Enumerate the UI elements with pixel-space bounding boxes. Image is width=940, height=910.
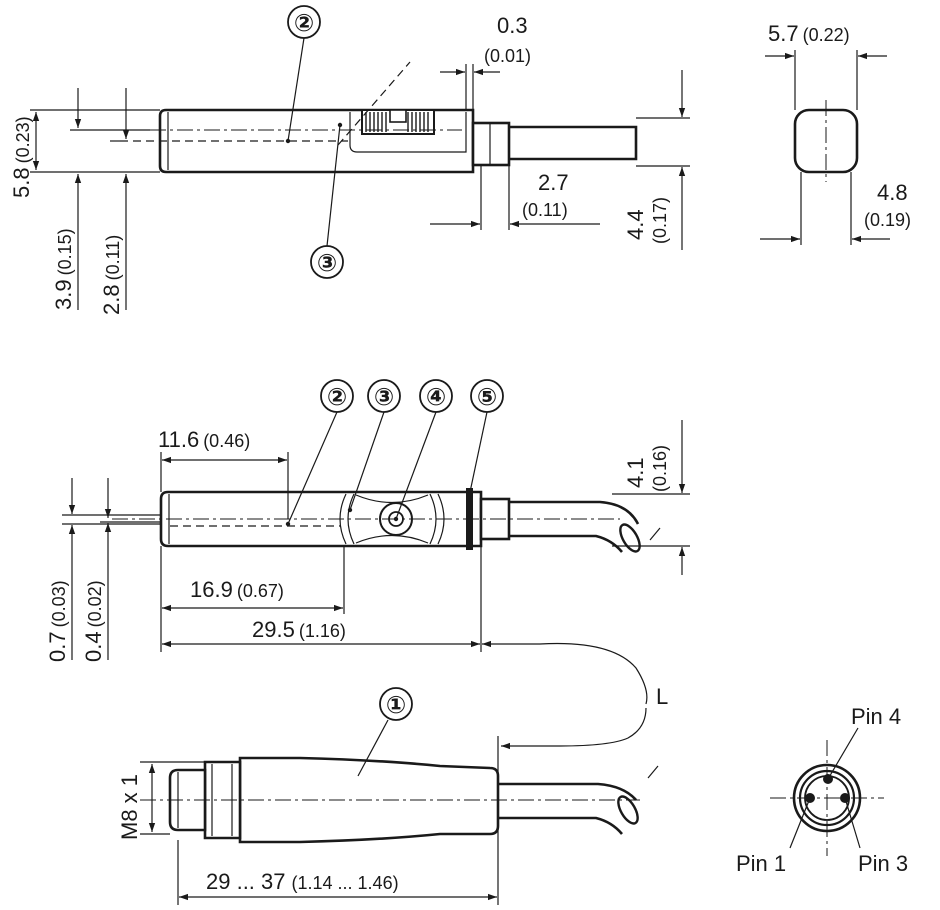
dim-0-3: 0.3	[497, 13, 528, 38]
dim-4-8: 4.8	[877, 180, 908, 205]
callout-4-top: ④	[426, 384, 446, 411]
callout-2-top: ②	[327, 384, 347, 411]
dim-2-7: 2.7	[538, 170, 569, 195]
cable-top	[509, 500, 640, 553]
top-view: 0.7(0.03) 0.4(0.02) 11.6(0.46) 16.9(0.67…	[45, 379, 690, 750]
dim-0-4: 0.4(0.02)	[81, 580, 106, 662]
dim-0-7: 0.7(0.03)	[45, 580, 70, 662]
label-pin-4: Pin 4	[851, 704, 901, 729]
dim-2-8: 2.8(0.11)	[99, 235, 124, 315]
callout-2-side: ②	[294, 10, 314, 37]
dim-5-7: 5.7(0.22)	[768, 21, 850, 46]
cable-side	[509, 125, 638, 161]
dim-29-5: 29.5(1.16)	[252, 617, 346, 642]
dim-11-6: 11.6(0.46)	[158, 427, 250, 452]
dim-4-4-in: (0.17)	[650, 197, 670, 244]
label-L: L	[656, 684, 668, 709]
connector-face	[792, 763, 862, 833]
pinout-view: Pin 4 Pin 1 Pin 3	[736, 704, 908, 876]
callout-5-top: ⑤	[477, 384, 497, 411]
cable-connector	[497, 782, 637, 835]
dim-3-9: 3.9(0.15)	[51, 228, 76, 310]
dim-4-4: 4.4	[623, 209, 648, 240]
label-pin-1: Pin 1	[736, 851, 786, 876]
connector-view: M8 x 1 29 ... 37(1.14 ... 1.46) ①	[117, 687, 659, 905]
dim-thread: M8 x 1	[117, 774, 142, 840]
dim-4-1-in: (0.16)	[650, 445, 670, 492]
end-view: 5.7(0.22) 4.8 (0.19)	[760, 21, 911, 245]
dim-2-7-in: (0.11)	[522, 200, 568, 220]
label-pin-3: Pin 3	[858, 851, 908, 876]
groove-outline	[349, 112, 467, 153]
cable-bushing	[471, 121, 511, 167]
side-view: 5.8(0.23) 3.9(0.15) 2.8(0.11) 0.3 (0.01)…	[9, 5, 690, 315]
dim-connector-length: 29 ... 37(1.14 ... 1.46)	[206, 869, 399, 894]
dim-0-3-in: (0.01)	[484, 46, 531, 66]
dim-4-8-in: (0.19)	[864, 210, 911, 230]
dim-4-1: 4.1	[623, 457, 648, 488]
dim-5-8: 5.8(0.23)	[9, 116, 34, 198]
callout-1: ①	[386, 692, 406, 719]
callout-3-top: ③	[374, 384, 394, 411]
callout-3-side: ③	[317, 250, 337, 277]
dim-16-9: 16.9(0.67)	[190, 577, 284, 602]
